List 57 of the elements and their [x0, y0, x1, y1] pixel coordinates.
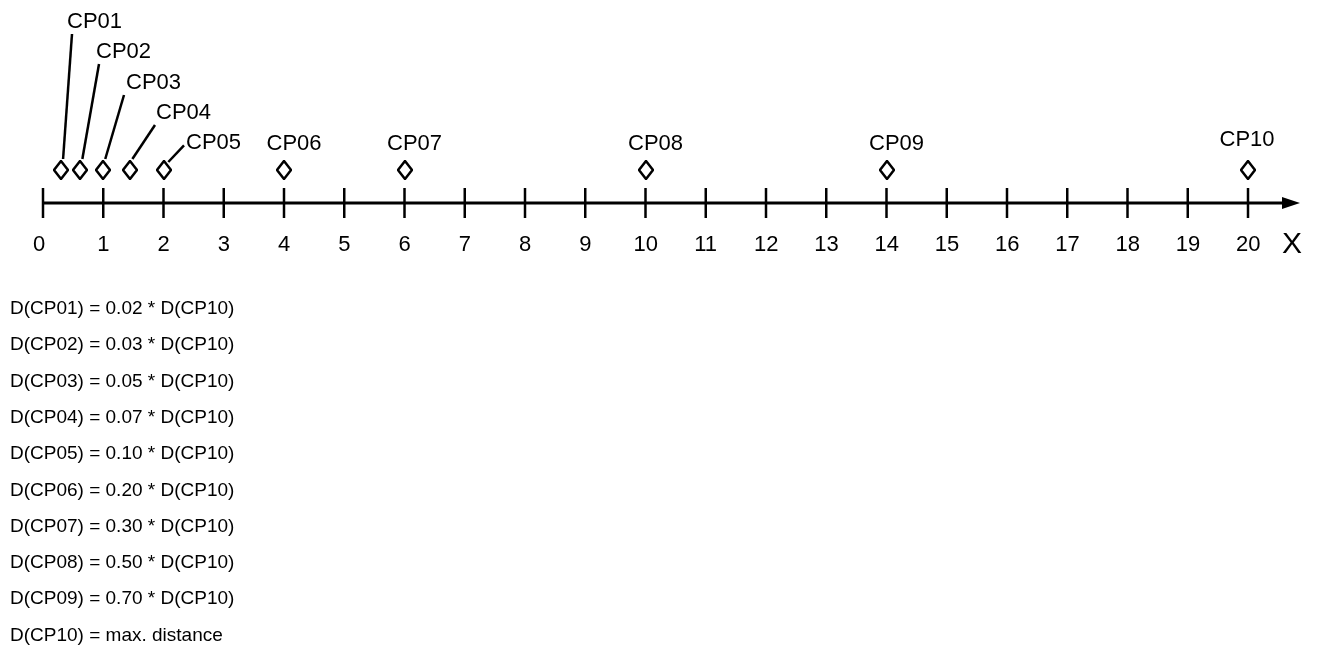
tick-label: 11 — [694, 233, 718, 255]
tick-label: 13 — [814, 233, 839, 255]
tick-label: 16 — [995, 233, 1020, 255]
formula-text: D(CP07) = 0.30 * D(CP10) — [10, 515, 235, 535]
point-label: CP09 — [869, 132, 925, 154]
tick-label: 7 — [458, 233, 471, 255]
tick-label: 6 — [398, 233, 411, 255]
point-label: CP07 — [387, 132, 443, 154]
formula-text: D(CP06) = 0.20 * D(CP10) — [10, 479, 235, 499]
diamond-marker — [53, 160, 70, 180]
tick-label: 17 — [1055, 233, 1080, 255]
diamond-marker — [396, 160, 413, 180]
point-label: CP05 — [186, 131, 242, 153]
formula-text: D(CP02) = 0.03 * D(CP10) — [10, 334, 235, 354]
tick-label: 14 — [874, 233, 899, 255]
formula-text: D(CP01) = 0.02 * D(CP10) — [10, 298, 235, 317]
tick-label: 4 — [278, 233, 291, 255]
tick-label: 1 — [97, 233, 110, 255]
diamond-marker — [95, 160, 112, 180]
point-label: CP03 — [126, 71, 182, 93]
diamond-marker — [72, 160, 89, 180]
tick-label: 12 — [754, 233, 779, 255]
leader-line — [61, 33, 74, 160]
diamond-marker — [155, 160, 172, 180]
tick-label: 2 — [157, 233, 170, 255]
point-label: CP04 — [156, 101, 212, 123]
formula-text: D(CP03) = 0.05 * D(CP10) — [10, 370, 235, 390]
tick-label: 8 — [519, 233, 532, 255]
axis-label: X — [1282, 228, 1302, 258]
leader-line — [131, 124, 157, 160]
tick-label: 18 — [1115, 233, 1140, 255]
leader-line — [167, 144, 185, 163]
tick-label: 10 — [633, 233, 658, 255]
tick-label: 20 — [1236, 233, 1261, 255]
formula-text: D(CP05) = 0.10 * D(CP10) — [10, 443, 235, 463]
point-label: CP08 — [628, 132, 684, 154]
tick-label: 0 — [33, 233, 46, 255]
point-label: CP06 — [266, 132, 322, 154]
tick-label: 15 — [934, 233, 960, 255]
point-label: CP02 — [96, 40, 152, 62]
formula-text: D(CP04) = 0.07 * D(CP10) — [10, 406, 235, 426]
leader-line — [104, 94, 126, 160]
point-label: CP10 — [1219, 128, 1275, 150]
diamond-marker — [637, 160, 654, 180]
leader-line — [81, 63, 101, 160]
diamond-marker — [1240, 160, 1256, 180]
formula-text: D(CP08) = 0.50 * D(CP10) — [10, 552, 235, 572]
diamond-marker — [276, 160, 292, 180]
point-label: CP01 — [67, 10, 123, 32]
formula-text: D(CP09) = 0.70 * D(CP10) — [10, 588, 235, 608]
diamond-marker — [878, 160, 895, 180]
tick-label: 3 — [217, 233, 230, 255]
tick-label: 5 — [338, 233, 351, 255]
tick-label: 19 — [1175, 233, 1201, 255]
diamond-marker — [122, 160, 139, 180]
tick-label: 9 — [579, 233, 592, 255]
formula-text: D(CP10) = max. distance — [10, 624, 223, 644]
